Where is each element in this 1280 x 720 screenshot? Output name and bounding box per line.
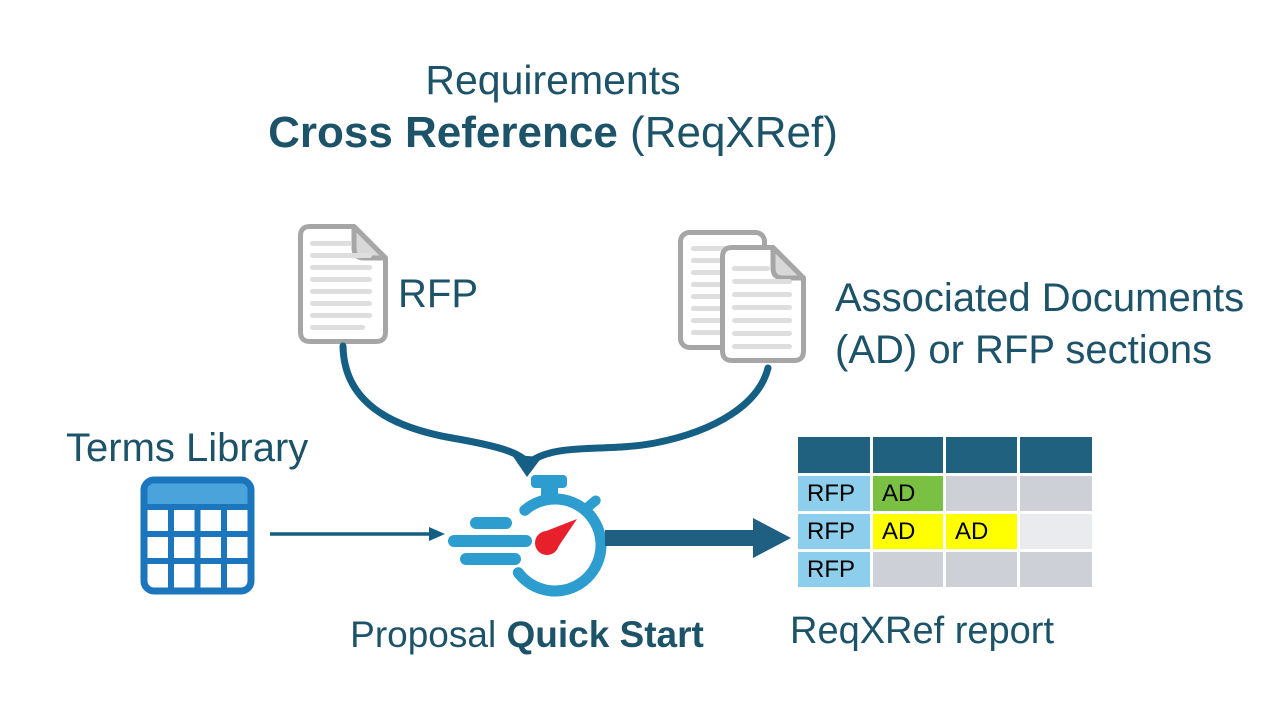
report-cell: RFP [798, 552, 870, 587]
report-header-cell [798, 437, 870, 473]
page-title: Requirements Cross Reference (ReqXRef) [153, 52, 953, 158]
report-cell [1020, 514, 1092, 549]
title-line-1: Requirements [425, 57, 681, 103]
report-cell: RFP [798, 476, 870, 511]
report-cell [946, 476, 1017, 511]
report-header-cell [1020, 437, 1092, 473]
reqxref-report-caption: ReqXRef report [790, 610, 1055, 652]
title-line-2-suffix: (ReqXRef) [617, 108, 838, 157]
table-grid-icon [140, 476, 255, 595]
associated-documents-label: Associated Documents (AD) or RFP section… [835, 272, 1244, 376]
report-cell [1020, 476, 1092, 511]
report-header-cell [946, 437, 1017, 473]
report-cell [1020, 552, 1092, 587]
proposal-label-regular: Proposal [350, 614, 507, 655]
stopwatch-icon [448, 475, 607, 597]
title-line-2-bold: Cross Reference [268, 108, 618, 157]
terms-to-stopwatch-arrow-icon [270, 527, 445, 541]
terms-library-label: Terms Library [66, 426, 309, 470]
associated-documents-line-2: (AD) or RFP sections [835, 328, 1213, 372]
documents-stack-icon [678, 230, 806, 363]
title-line-2: Cross Reference (ReqXRef) [153, 108, 953, 158]
report-cell: AD [873, 476, 943, 511]
report-cell: AD [946, 514, 1017, 549]
proposal-quick-start-label: Proposal Quick Start [327, 614, 727, 656]
report-header-cell [873, 437, 943, 473]
associated-documents-line-1: Associated Documents [835, 276, 1245, 320]
report-cell: RFP [798, 514, 870, 549]
rfp-label: RFP [398, 272, 478, 316]
proposal-label-bold: Quick Start [506, 614, 704, 655]
report-cell [873, 552, 943, 587]
report-cell [946, 552, 1017, 587]
document-icon [298, 224, 388, 344]
report-cell: AD [873, 514, 943, 549]
stopwatch-to-report-arrow-icon [605, 518, 791, 558]
